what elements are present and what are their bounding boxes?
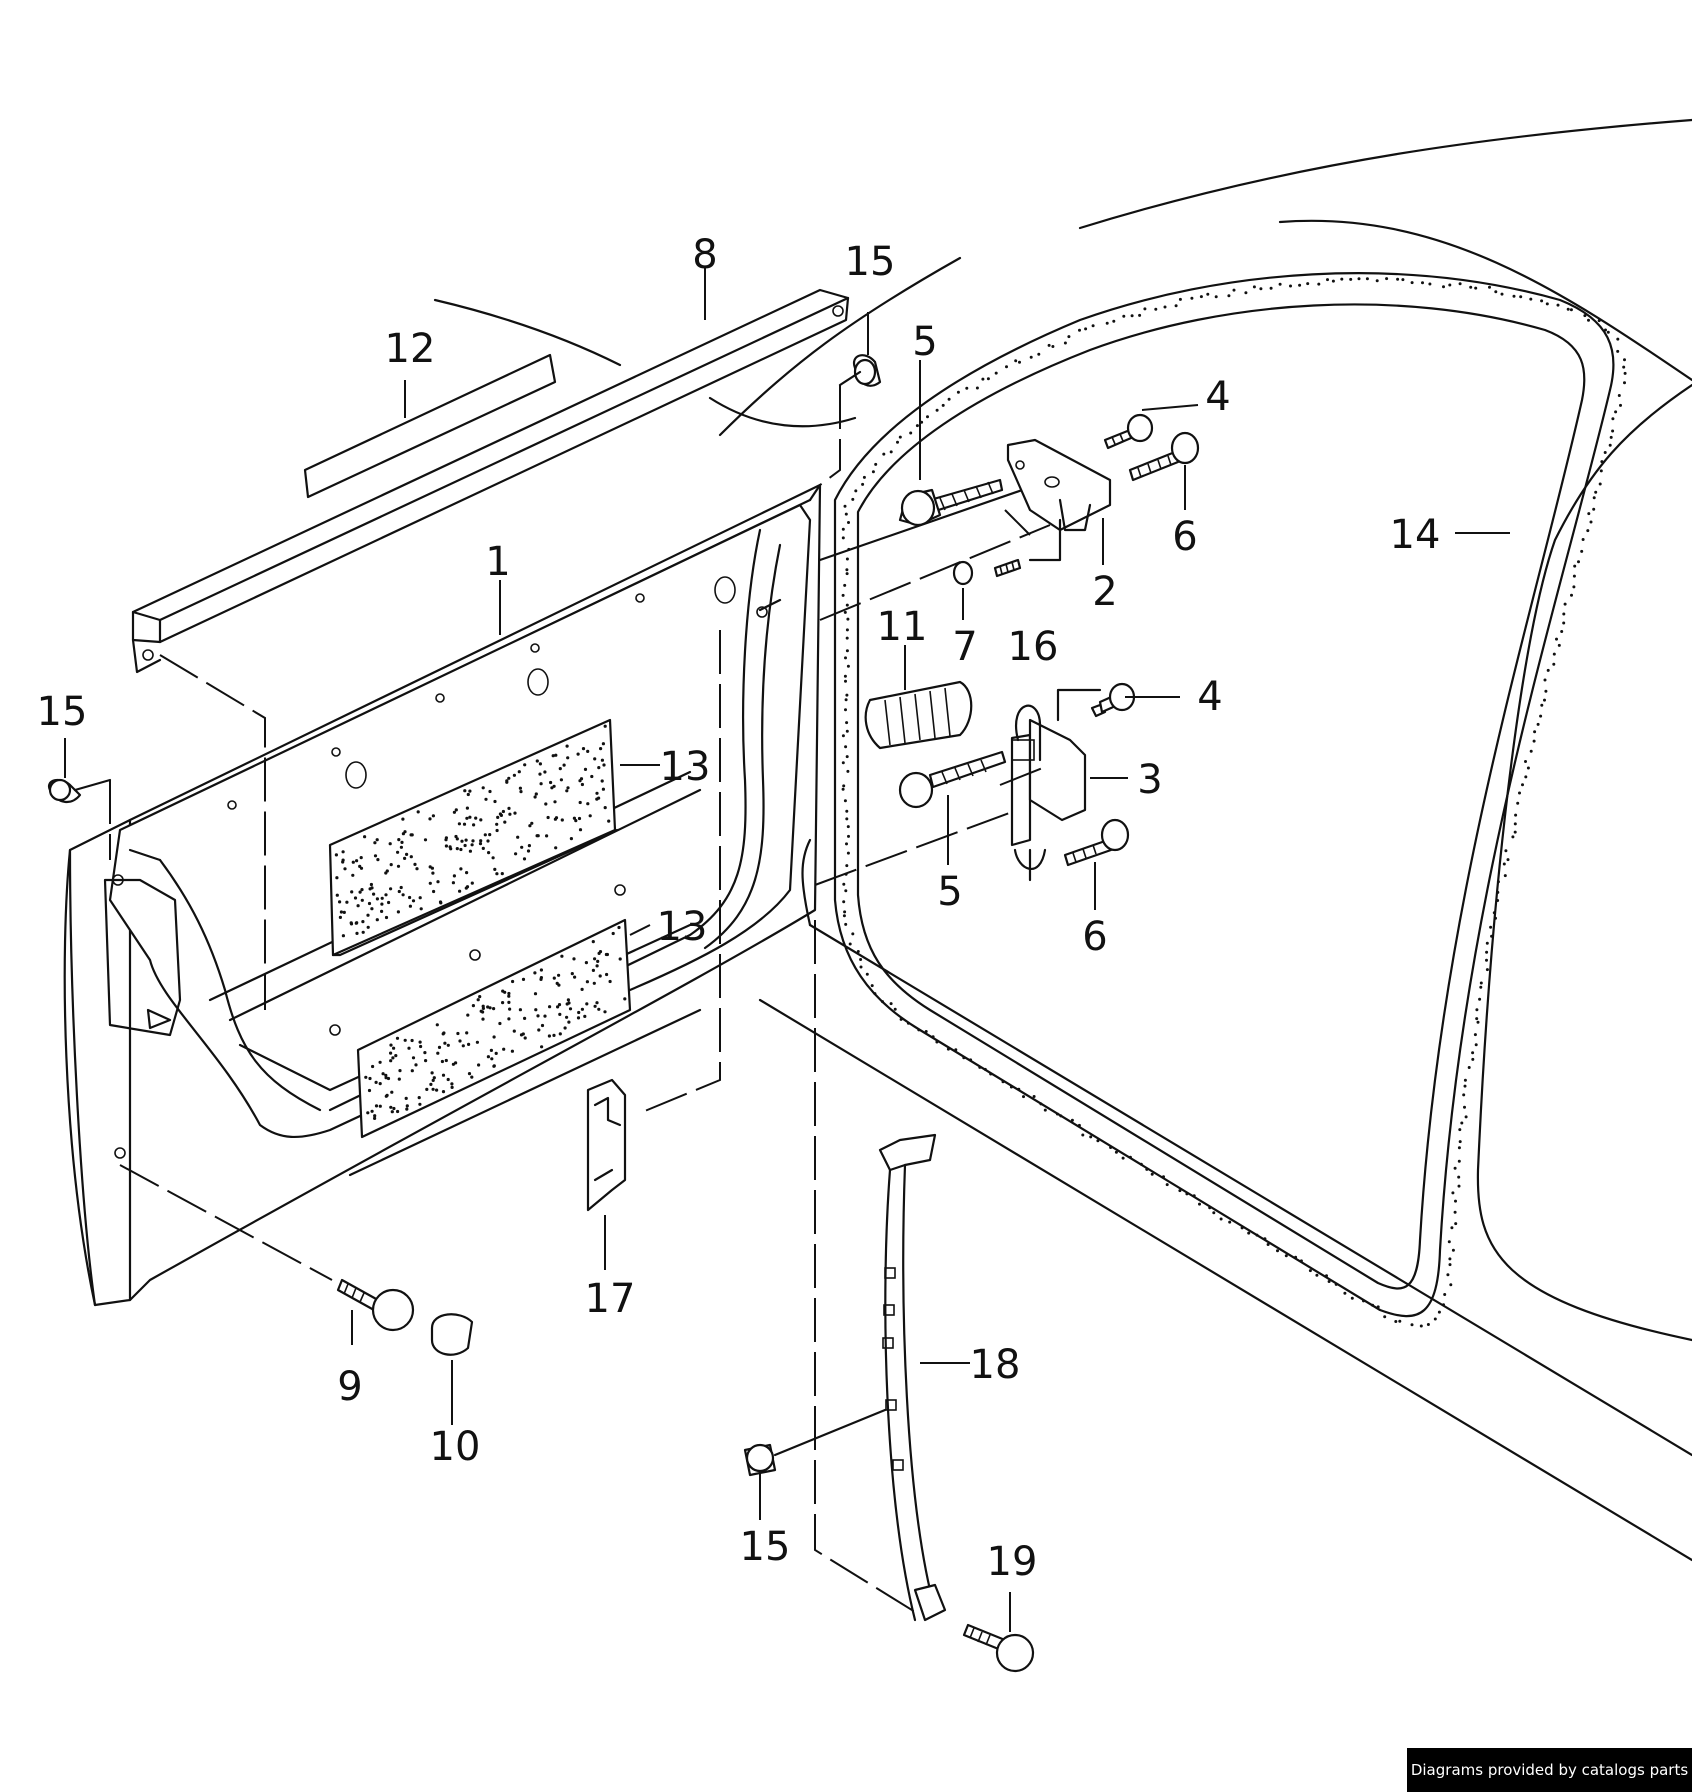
- callout-10: 10: [430, 1424, 481, 1470]
- bolt-5-lower: [898, 750, 1007, 809]
- callout-4-upper: 4: [1205, 374, 1230, 420]
- callout-19: 19: [987, 1539, 1038, 1585]
- screw-4-upper: [1103, 413, 1154, 450]
- door-seal-14: [833, 272, 1627, 1328]
- upper-hinge-2: [1006, 438, 1112, 562]
- screw-4-lower: [1090, 682, 1136, 718]
- clip-15-top: [852, 354, 882, 387]
- window-strip-8: [131, 288, 850, 674]
- callout-1: 1: [485, 539, 510, 585]
- vehicle-body-outline: [718, 118, 1692, 1562]
- callout-2: 2: [1092, 569, 1117, 615]
- bolt-19: [962, 1623, 1035, 1673]
- clip-15-left: [47, 778, 82, 803]
- callout-3: 3: [1137, 757, 1162, 803]
- bolt-5-upper: [898, 478, 1004, 527]
- sound-pad-13-upper: [328, 718, 619, 957]
- diagram-credit-badge: Diagrams provided by catalogs parts: [1407, 1748, 1692, 1792]
- callout-12: 12: [385, 326, 436, 372]
- callout-5-lower: 5: [937, 869, 962, 915]
- seal-dots: [841, 277, 1627, 1328]
- felt-strip-12: [303, 353, 557, 499]
- cap-10: [430, 1313, 474, 1356]
- strip-18-clips: [882, 1267, 904, 1471]
- callout-13-lower: 13: [657, 904, 708, 950]
- callout-6-upper: 6: [1172, 514, 1197, 560]
- callout-6-lower: 6: [1082, 914, 1107, 960]
- callout-15-bottom: 15: [740, 1524, 791, 1570]
- lower-hinge-3: [1010, 688, 1102, 882]
- bracket-17: [586, 1078, 627, 1212]
- callout-5-upper: 5: [912, 319, 937, 365]
- sound-pad-13-lower: [356, 918, 632, 1139]
- callout-labels: 1 2 3 4 4 5 5 6 6 7 8 9 10 11 12 13 13 1…: [37, 232, 1441, 1585]
- callout-9: 9: [337, 1364, 362, 1410]
- callout-4-lower: 4: [1197, 674, 1222, 720]
- bolt-9: [336, 1278, 415, 1332]
- strip-18: [878, 1133, 947, 1622]
- callout-11: 11: [877, 604, 928, 650]
- plug-7: [952, 560, 974, 586]
- callout-7: 7: [952, 624, 977, 670]
- screw-6-upper: [1128, 431, 1200, 482]
- body-contour: [433, 298, 622, 367]
- clip-15-bottom: [743, 1443, 777, 1477]
- callout-15-top: 15: [845, 239, 896, 285]
- callout-14: 14: [1390, 512, 1441, 558]
- leader-lines: [64, 268, 1510, 1632]
- callout-17: 17: [585, 1276, 636, 1322]
- callout-16: 16: [1008, 624, 1059, 670]
- assembly-lines: [73, 370, 1051, 1616]
- stud-16: [993, 558, 1022, 578]
- buffer-11: [864, 680, 973, 750]
- callout-8: 8: [692, 232, 717, 278]
- callout-15-left: 15: [37, 689, 88, 735]
- callout-18: 18: [970, 1342, 1021, 1388]
- callout-13-upper: 13: [660, 744, 711, 790]
- door-card-holes: [112, 576, 768, 1159]
- screw-6-lower: [1063, 818, 1130, 867]
